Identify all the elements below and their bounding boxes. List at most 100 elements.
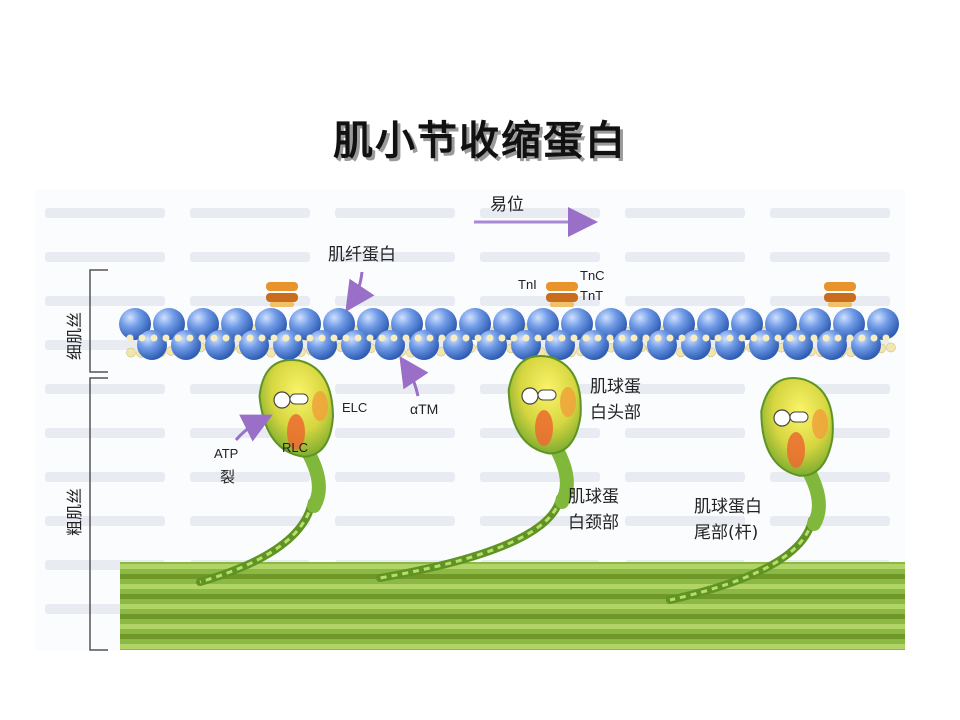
tropomyosin-bead [690, 334, 698, 342]
myosin-neck-label-2: 白颈部 [568, 513, 619, 533]
actin-monomer [595, 308, 627, 340]
ghost-line [625, 252, 745, 262]
tropomyosin-bead [126, 334, 134, 342]
actin-monomer [459, 308, 491, 340]
myosin-neck-label-1: 肌球蛋 [568, 487, 619, 507]
tropomyosin-bead [318, 334, 326, 342]
tropomyosin-bead [390, 334, 398, 342]
ghost-line [625, 384, 745, 394]
actin-monomer [239, 330, 269, 360]
actin-monomer [307, 330, 337, 360]
myosin-tail-label-2: 尾部(杆) [694, 523, 758, 543]
ghost-line [335, 516, 455, 526]
actin-monomer [817, 330, 847, 360]
myosin-head [507, 355, 582, 455]
tropomyosin-bead [726, 334, 734, 342]
ghost-line [190, 516, 310, 526]
tropomyosin-fiber-arrow [345, 271, 375, 312]
page-title: 肌小节收缩蛋白 [333, 118, 627, 164]
filament-brackets [89, 269, 108, 651]
actin-monomer [409, 330, 439, 360]
tropomyosin-bead [798, 334, 806, 342]
tropomyosin-bead [510, 334, 518, 342]
ghost-line [625, 428, 745, 438]
tropomyosin-bead [330, 334, 338, 342]
tropomyosin-bead [210, 334, 218, 342]
ghost-line [45, 340, 165, 350]
ghost-line [45, 516, 165, 526]
atp-binding-site [273, 391, 291, 409]
ghost-line [45, 208, 165, 218]
ghost-line [625, 516, 745, 526]
thick-filament-stripe [120, 624, 905, 629]
atp-binding-site [521, 387, 539, 405]
myosin-tail-twist [199, 501, 314, 584]
tnt-subunit [266, 293, 298, 302]
tropomyosin-bead [642, 334, 650, 342]
tropomyosin-bead [246, 334, 254, 342]
troponin-complex [546, 282, 578, 307]
displacement-label: 易位 [490, 195, 524, 215]
myosin-head [258, 358, 335, 458]
tropomyosin-bead [306, 334, 314, 342]
tropomyosin-bead [402, 334, 410, 342]
ghost-line [625, 208, 745, 218]
tropomyosin-bead [258, 334, 266, 342]
tropomyosin-bead [702, 334, 710, 342]
tropomyosin-bead [654, 334, 662, 342]
tropomyosin-bead [186, 334, 194, 342]
ghost-line [480, 472, 600, 482]
tropomyosin-bead [750, 334, 758, 342]
rlc-chain [787, 432, 805, 468]
actin-monomer [273, 330, 303, 360]
tropomyosin-bead [738, 334, 746, 342]
tropomyosin-bead [594, 334, 602, 342]
tropomyosin-bead [162, 334, 170, 342]
thick-filament-stripe [120, 574, 905, 579]
tropomyosin-bead [870, 334, 878, 342]
tnc-subunit [824, 282, 856, 291]
actin-monomer [493, 308, 525, 340]
troponin-complex [824, 282, 856, 307]
tropomyosin-bead [150, 334, 158, 342]
tropomyosin-bead [534, 334, 542, 342]
tropomyosin-bead [666, 334, 674, 342]
tropomyosin-bead [678, 334, 686, 342]
actin-monomer [647, 330, 677, 360]
actin-monomer [681, 330, 711, 360]
actin-monomer [833, 308, 865, 340]
ghost-line [335, 384, 455, 394]
alpha-tm-arrow [399, 356, 429, 397]
ghost-line [480, 516, 600, 526]
myosin-molecule [196, 358, 335, 586]
atp-binding-site [789, 411, 809, 423]
myosin-molecules [196, 355, 834, 604]
tropomyosin-bead [498, 334, 506, 342]
tropomyosin-bead [174, 334, 182, 342]
tropomyosin-bead [294, 334, 302, 342]
myosin-molecule [666, 377, 834, 604]
tropomyosin-bead [786, 334, 794, 342]
actin-monomer [561, 308, 593, 340]
tropomyosin-bead [438, 334, 446, 342]
ghost-line [770, 208, 890, 218]
thick-filament-stripe [120, 604, 905, 609]
tropomyosin-bead [282, 334, 290, 342]
tnc-subunit [266, 282, 298, 291]
actin-monomer [783, 330, 813, 360]
actin-monomer [375, 330, 405, 360]
actin-monomer [205, 330, 235, 360]
thin-filament [119, 308, 899, 360]
tropomyosin-bead [886, 342, 896, 353]
actin-monomer [613, 330, 643, 360]
thick-filament-stripe [120, 584, 905, 589]
actin-monomer [289, 308, 321, 340]
actin-monomer [255, 308, 287, 340]
actin-monomer [697, 308, 729, 340]
rlc-chain [287, 414, 305, 450]
actin-monomer [425, 308, 457, 340]
tropomyosin-bead [486, 334, 494, 342]
tnt-label: TnT [580, 288, 603, 303]
actin-monomer [851, 330, 881, 360]
troponin-complexes [266, 282, 856, 307]
